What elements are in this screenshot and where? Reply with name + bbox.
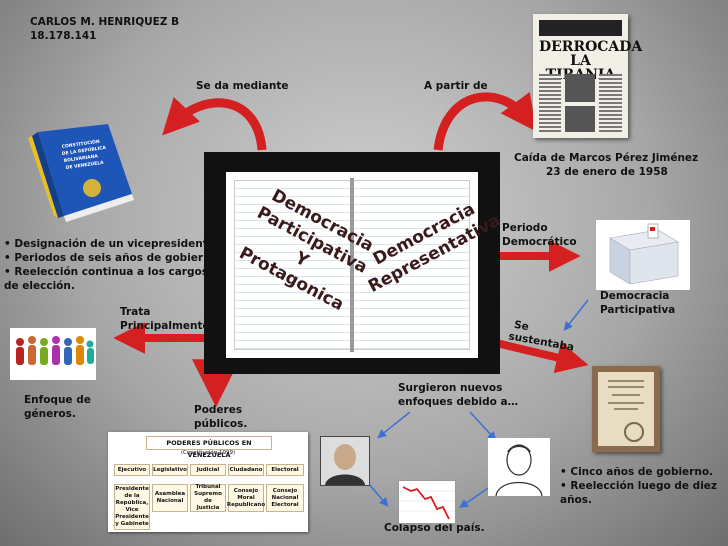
left-bullet-3: • Reelección continua a los cargos xyxy=(4,266,208,278)
arrow-se-da-mediante xyxy=(162,96,267,151)
label-caida-2: 23 de enero de 1958 xyxy=(546,166,668,178)
right-bullet-2: • Reelección luego de diez xyxy=(560,480,718,492)
left-bullet-4: de elección. xyxy=(4,280,75,292)
label-poderes-1: Poderes xyxy=(194,404,243,416)
table-cell-2: Tribunal Supremo de Justicia xyxy=(190,484,226,512)
table-subtitle: (Constitución 1999) xyxy=(180,450,236,456)
old-constitution-image xyxy=(592,366,660,452)
newspaper-title-1: DERROCADA xyxy=(539,39,643,55)
arrow-a-partir-de xyxy=(433,91,537,151)
poderes-publicos-table: PODERES PÚBLICOS EN VENEZUELA (Constituc… xyxy=(108,432,308,532)
table-head-2: Judicial xyxy=(190,464,226,476)
label-a-partir-de: A partir de xyxy=(424,80,488,92)
table-title: PODERES PÚBLICOS EN VENEZUELA xyxy=(146,436,272,459)
central-book: Democracia Participativa Y Protagonica D… xyxy=(204,152,504,374)
label-enfoque-1: Enfoque de xyxy=(24,394,91,406)
portrait-right-image xyxy=(488,438,550,496)
left-bullet-2: • Periodos de seis años de gobierno. xyxy=(4,252,222,264)
label-periodo-1: Periodo xyxy=(502,222,548,234)
label-democracia-2: Participativa xyxy=(600,304,676,316)
arrow-sustentaba xyxy=(491,338,589,374)
table-head-4: Electoral xyxy=(266,464,304,476)
left-bullet-1: • Designación de un vicepresidente. xyxy=(4,238,219,250)
right-bullet-1: • Cinco años de gobierno. xyxy=(560,466,714,478)
collapse-graph-image xyxy=(398,480,456,524)
arrow-blue-ballot-democracia xyxy=(563,299,589,331)
booklet-text-4: DE VENEZUELA xyxy=(65,160,104,171)
right-bullet-3: años. xyxy=(560,494,593,506)
label-caida-1: Caída de Marcos Pérez Jiménez xyxy=(514,152,699,164)
label-surgieron-1: Surgieron nuevos xyxy=(398,382,503,394)
table-head-0: Ejecutivo xyxy=(114,464,150,476)
portrait-left-image xyxy=(320,436,370,486)
label-enfoque-2: géneros. xyxy=(24,408,76,420)
author-name: CARLOS M. HENRIQUEZ B xyxy=(30,16,180,28)
label-poderes-2: públicos. xyxy=(194,418,248,430)
author-id: 18.178.141 xyxy=(30,30,97,42)
arrow-blue-surgieron-right xyxy=(469,411,497,441)
label-surgieron-2: enfoques debido a… xyxy=(398,396,519,408)
label-periodo-2: Democrático xyxy=(502,236,577,248)
table-cell-3: Consejo Moral Republicano xyxy=(227,484,265,512)
people-gender-image xyxy=(10,328,96,380)
book-spine xyxy=(350,178,354,352)
label-se-da-mediante: Se da mediante xyxy=(196,80,289,92)
booklet-text-3: BOLIVARIANA xyxy=(63,153,98,164)
ballot-box-image xyxy=(596,220,690,290)
constitution-booklet-image: CONSTITUCIÓN DE LA REPÚBLICA BOLIVARIANA… xyxy=(28,124,134,222)
label-trata-1: Trata xyxy=(120,306,151,318)
newspaper-image: DERROCADA LA TIRANIA xyxy=(533,14,643,138)
table-cell-1: Asamblea Nacional xyxy=(152,484,188,512)
arrow-blue-surgieron-left xyxy=(377,411,411,439)
table-head-3: Ciudadano xyxy=(228,464,264,476)
label-colapso: Colapso del país. xyxy=(384,522,485,534)
label-trata-2: Principalmente xyxy=(120,320,210,332)
table-head-1: Legislativo xyxy=(152,464,188,476)
table-cell-0: Presidente de la República, Vice Preside… xyxy=(114,484,150,530)
label-democracia-1: Democracia xyxy=(600,290,670,302)
book-pages: Democracia Participativa Y Protagonica D… xyxy=(226,172,504,358)
table-cell-4: Consejo Nacional Electoral xyxy=(266,484,304,512)
